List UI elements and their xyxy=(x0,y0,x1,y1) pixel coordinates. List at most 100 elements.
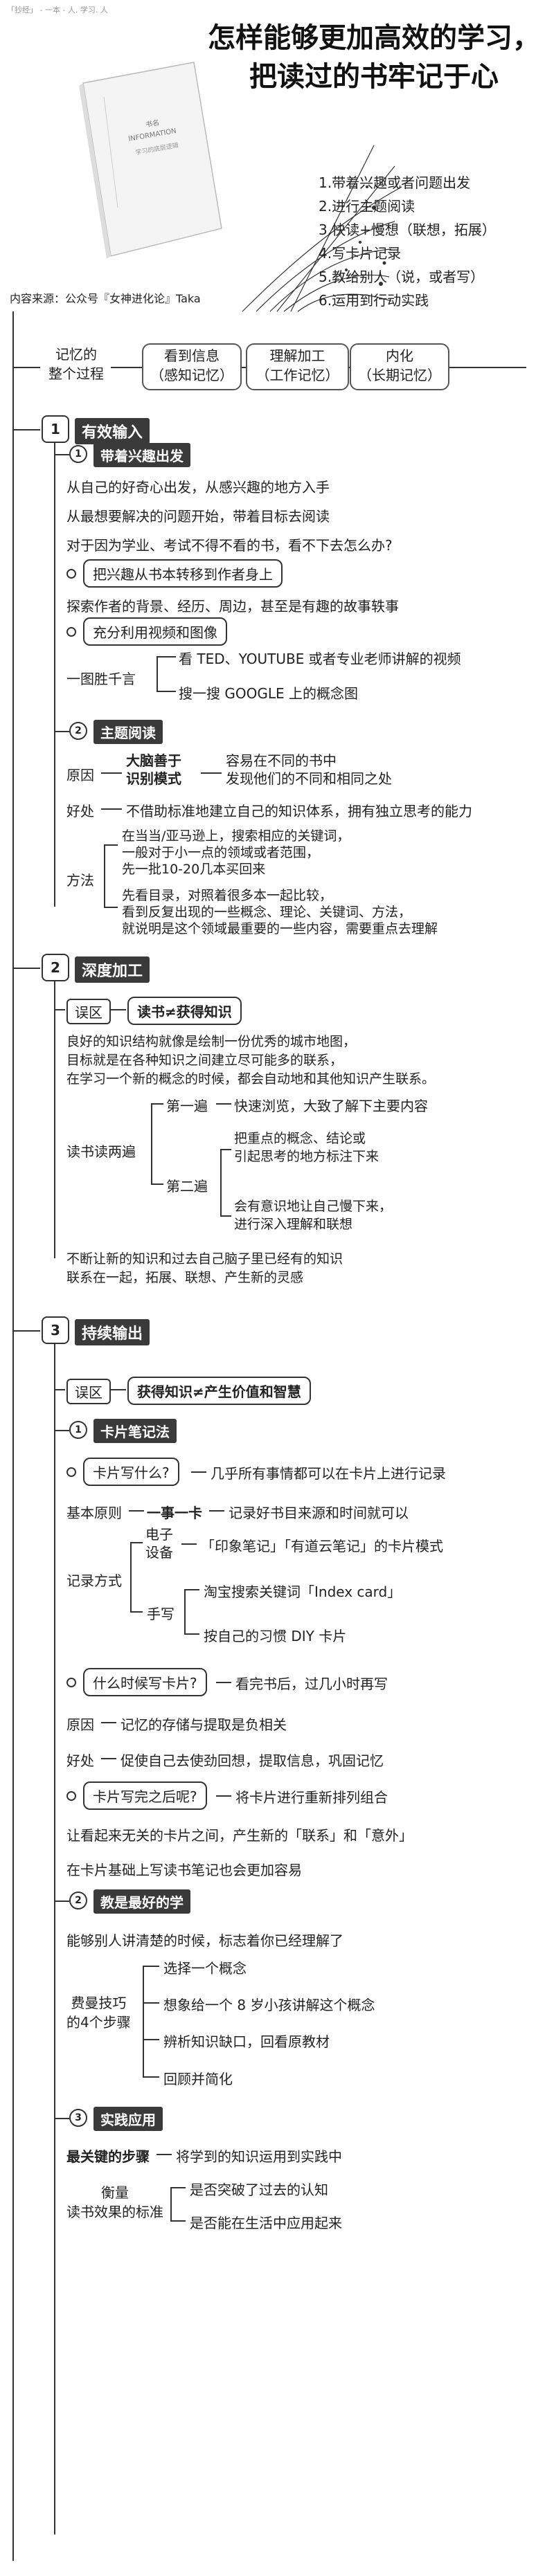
sec2-second-item-2: 会有意识地让自己慢下来， 进行深入理解和联想 xyxy=(234,1199,393,1232)
sub31-hand-item-2: 按自己的习惯 DIY 卡片 xyxy=(204,1628,347,1644)
sec2-misc-text: 读书≠获得知识 xyxy=(127,997,242,1025)
sec2-two-link1 xyxy=(151,1103,163,1105)
sec2-misc-link xyxy=(111,1009,126,1010)
sub11-item-2: 从最想要解决的问题开始，带着目标去阅读 xyxy=(66,508,330,525)
sec1-title: 有效输入 xyxy=(75,418,150,444)
sub33-key-label: 最关键的步骤 xyxy=(66,2148,150,2165)
sub31-hand-item-1: 淘宝搜索关键词「Index card」 xyxy=(204,1584,402,1600)
sub31-way-link1 xyxy=(130,1542,143,1543)
sub32-step-3: 辨析知识缺口，回看原教材 xyxy=(163,2033,330,2050)
sub12-reason-mid: 大脑善于 识别模式 xyxy=(126,752,181,787)
sub33-number: 3 xyxy=(69,2109,87,2127)
sec3-misc-label: 误区 xyxy=(66,1379,111,1404)
sub31-digital-label: 电子 设备 xyxy=(145,1526,173,1561)
sub12-number: 2 xyxy=(69,722,87,740)
sub12-benefit-text: 不借助标准地建立自己的知识体系，拥有独立思考的能力 xyxy=(126,803,472,819)
sub33-measure-label: 衡量 读书效果的标准 xyxy=(66,2184,163,2220)
sub12-method-link2 xyxy=(104,907,118,908)
sub31-q1-bullet xyxy=(66,1467,76,1477)
sub31-reason-text: 记忆的存储与提取是负相关 xyxy=(120,1716,287,1733)
sub12-reason-link1 xyxy=(101,772,122,774)
sub12-method-link1 xyxy=(104,844,118,846)
sub31-basic-link2 xyxy=(209,1510,224,1512)
sub32-step1-link xyxy=(143,1966,159,1967)
sub31-connector xyxy=(54,1430,69,1431)
sec1-spine xyxy=(54,443,55,907)
sub31-benefit-link xyxy=(101,1758,116,1759)
sub31-benefit-text: 促使自己去使劲回想，提取信息，巩固记忆 xyxy=(120,1752,384,1769)
sec2-second-link2 xyxy=(220,1215,231,1217)
header-step-1: 1.带着兴趣或者问题出发 xyxy=(319,174,471,191)
sub33-measure-bracket xyxy=(170,2187,172,2220)
sec2-misc-connector xyxy=(54,1009,65,1010)
sub11-pic-bracket xyxy=(157,656,158,692)
sub32-feynman-label: 费曼技巧 的4个步骤 xyxy=(66,1995,131,2031)
sec2-first-link xyxy=(216,1103,231,1105)
sec2-misc-label: 误区 xyxy=(66,999,111,1024)
sec2-first-text: 快速浏览，大致了解下主要内容 xyxy=(234,1098,428,1114)
sub31-basic-mid: 一事一卡 xyxy=(147,1505,202,1521)
sub31-note-text: 在卡片基础上写读书笔记也会更加容易 xyxy=(66,1862,302,1878)
sec2-second-link1 xyxy=(220,1149,231,1150)
sub11-pic-item-1: 看 TED、YOUTUBE 或者专业老师讲解的视频 xyxy=(179,651,461,667)
sub32-text: 能够别人讲清楚的时候，标志着你已经理解了 xyxy=(66,1932,343,1949)
sec2-second-label: 第二遍 xyxy=(166,1178,208,1195)
sub32-step-4: 回顾并简化 xyxy=(163,2071,233,2087)
memory-box-perceive: 看到信息 （感知记忆） xyxy=(142,343,242,390)
sub12-reason-link2 xyxy=(201,772,222,774)
top-caption: 「抄经」 - 一本 - 人. 学习. 人 xyxy=(7,6,108,15)
sec1-number: 1 xyxy=(42,415,69,443)
header-step-2: 2.进行主题阅读 xyxy=(319,198,416,215)
sec2-connector xyxy=(12,968,40,969)
sub31-number: 1 xyxy=(69,1421,87,1439)
sec3-misc-text: 获得知识≠产生价值和智慧 xyxy=(127,1377,311,1405)
sec2-two-label: 读书读两遍 xyxy=(66,1143,136,1160)
sub11-connector xyxy=(54,454,69,455)
sub33-key-text: 将学到的知识运用到实践中 xyxy=(176,2148,342,2165)
memory-box-internalize: 内化 （长期记忆） xyxy=(350,343,449,390)
sub33-measure-link2 xyxy=(170,2220,186,2222)
main-spine xyxy=(12,311,14,2561)
sub12-method-label: 方法 xyxy=(66,872,94,889)
header-step-4: 4.写卡片记录 xyxy=(319,245,402,262)
memory-label: 记忆的 整个过程 xyxy=(48,346,104,382)
sub32-step-1: 选择一个概念 xyxy=(163,1960,247,1977)
sec2-first-label: 第一遍 xyxy=(166,1098,208,1114)
sec2-conclusion: 不断让新的知识和过去自己脑子里已经有的知识 联系在一起，拓展、联想、产生新的灵感 xyxy=(66,1251,343,1285)
sub12-benefit-label: 好处 xyxy=(66,803,94,819)
sec1-connector xyxy=(12,429,40,430)
sec3-connector xyxy=(12,1330,40,1332)
sec2-paragraph: 良好的知识结构就像是绘制一份优秀的城市地图， 目标就是在各种知识之间建立尽可能多… xyxy=(66,1034,436,1087)
sub31-reason-label: 原因 xyxy=(66,1716,94,1733)
sub31-basic-link1 xyxy=(129,1510,144,1512)
sub33-title: 实践应用 xyxy=(93,2107,163,2131)
sub31-hand-link2 xyxy=(184,1633,199,1635)
page-title-line2: 把读过的书牢记于心 xyxy=(249,61,499,93)
sub31-hand-label: 手写 xyxy=(147,1606,175,1622)
sub31-basic-right: 记录好书目来源和时间就可以 xyxy=(229,1505,409,1521)
sec2-spine xyxy=(54,981,55,1258)
sub32-number: 2 xyxy=(69,1892,87,1910)
sub31-benefit-label: 好处 xyxy=(66,1752,94,1769)
sub12-title: 主题阅读 xyxy=(93,720,163,744)
sub31-digital-link xyxy=(181,1543,197,1545)
sub33-measure-link1 xyxy=(170,2187,186,2188)
sub32-step3-link xyxy=(143,2039,159,2040)
sub31-q2-bullet xyxy=(66,1678,76,1687)
sub11-tag-video: 充分利用视频和图像 xyxy=(83,617,227,646)
sub32-connector xyxy=(54,1901,69,1902)
memory-box-process: 理解加工 （工作记忆） xyxy=(246,343,349,390)
sec3-spine xyxy=(54,1344,55,2534)
sub31-title: 卡片笔记法 xyxy=(93,1419,177,1443)
sub31-q3: 卡片写完之后呢? xyxy=(83,1781,207,1810)
sub12-method-item-2: 先看目录，对照着很多本一起比较， 看到反复出现的一些概念、理论、关键词、方法， … xyxy=(122,888,438,936)
sub31-way-bracket xyxy=(130,1542,132,1611)
sub31-way-label: 记录方式 xyxy=(66,1572,122,1589)
sub31-digital-text: 「印象笔记」「有道云笔记」的卡片模式 xyxy=(201,1538,443,1554)
header-step-6: 6.运用到行动实践 xyxy=(319,292,429,309)
memory-connector xyxy=(12,367,40,368)
sub11-title: 带着兴趣出发 xyxy=(93,443,190,467)
sec2-second-bracket xyxy=(220,1149,222,1215)
sub11-bullet-2 xyxy=(66,627,76,637)
sub31-hand-link1 xyxy=(184,1589,199,1590)
